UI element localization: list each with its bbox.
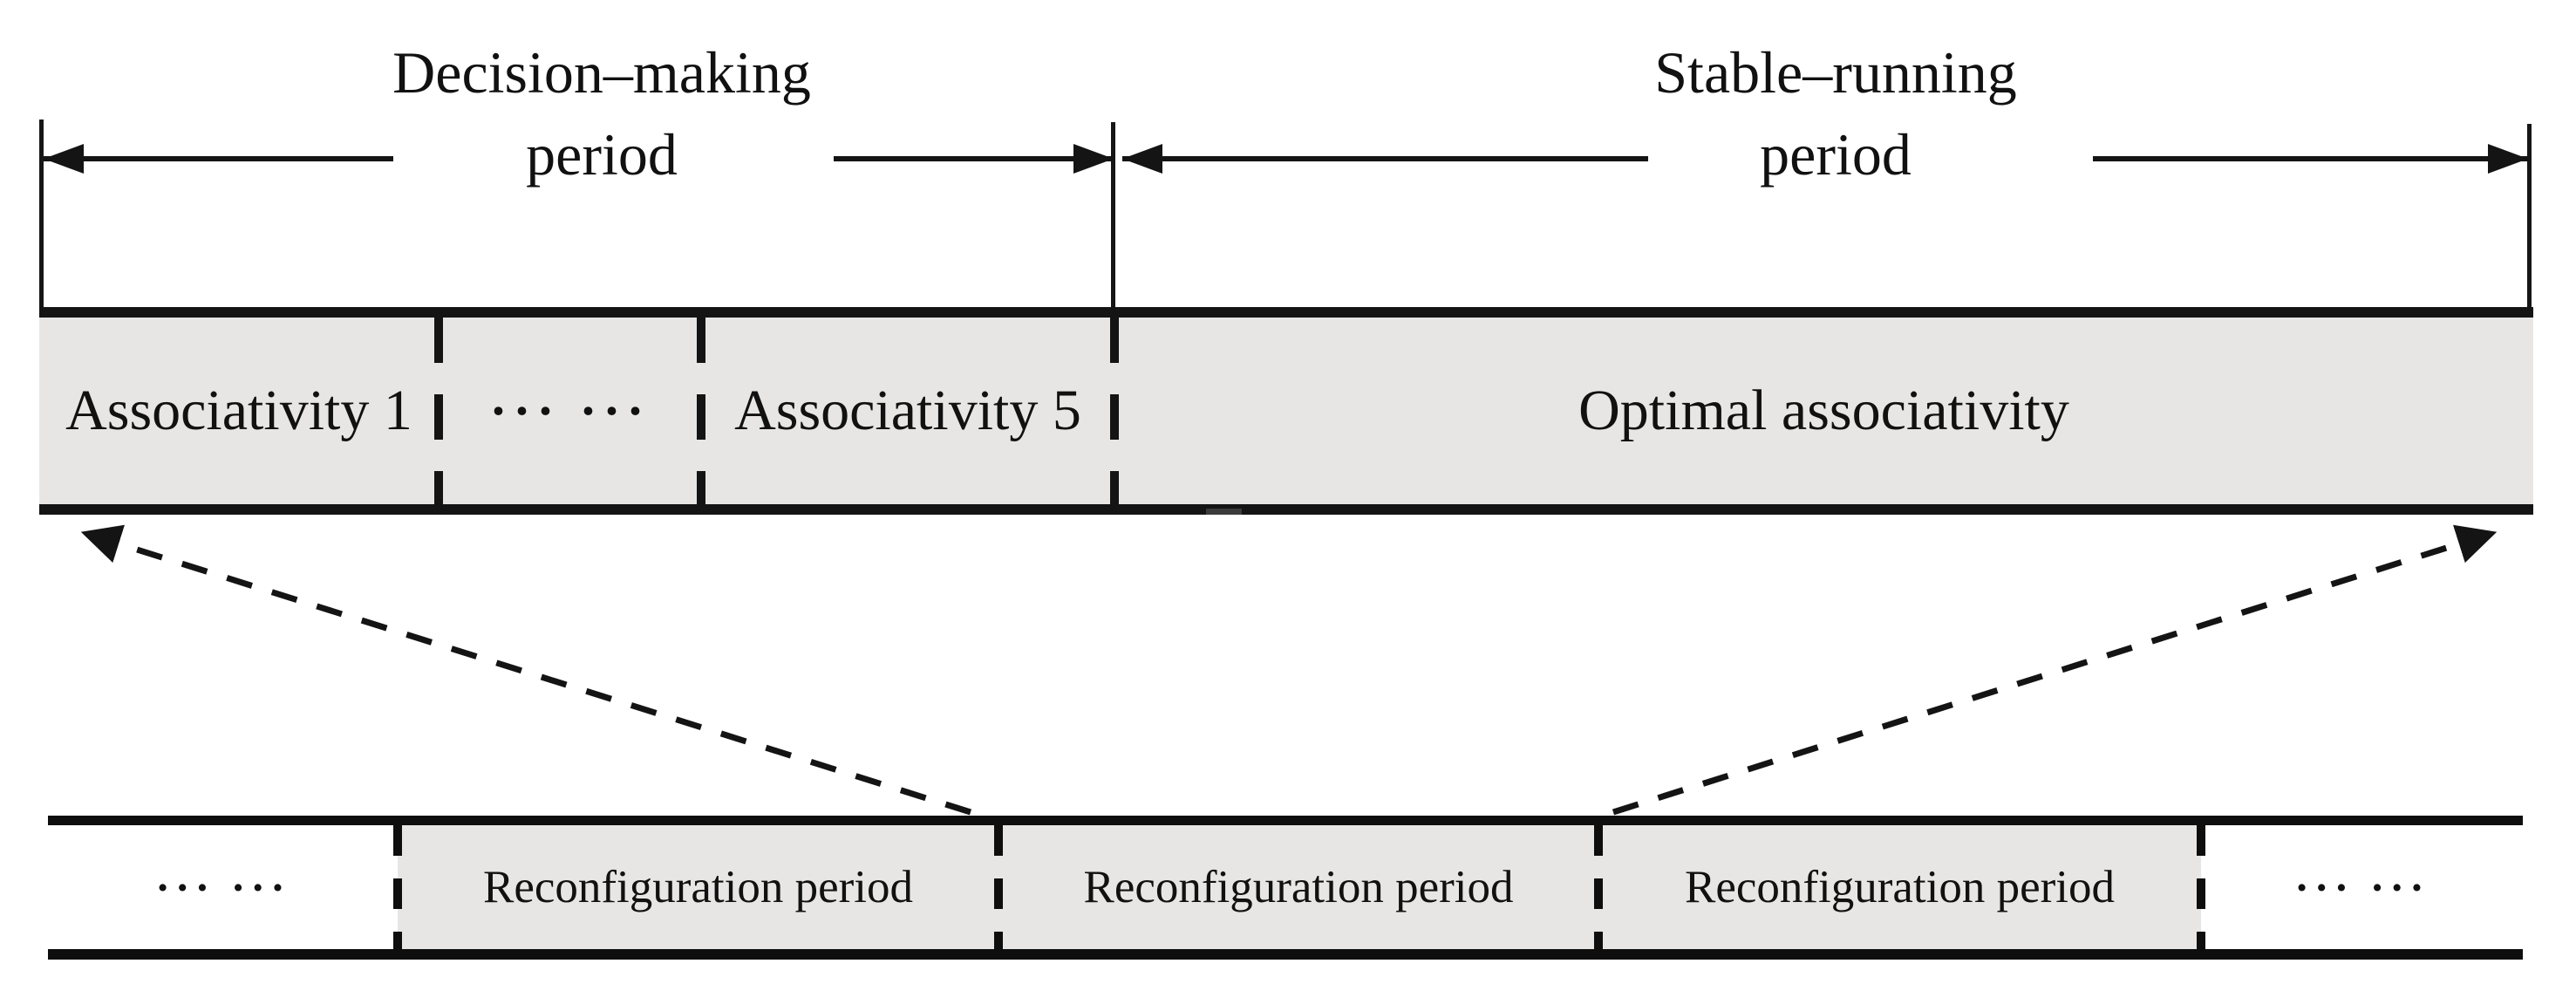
- stable-period-label-line1: Stable–running: [1654, 39, 2017, 106]
- associativity-5-segment: Associativity 5: [701, 318, 1114, 504]
- arrowhead-right-icon: [1073, 144, 1114, 174]
- zoom-guide-left-dashed-arrow: [80, 524, 972, 816]
- ellipsis-segment: ··· ···: [439, 318, 701, 504]
- decision-period-label-line1: Decision–making: [392, 39, 811, 106]
- stable-period-label-line2: period: [1760, 121, 1912, 188]
- reconfiguration-period-label: Reconfiguration period: [1083, 862, 1514, 912]
- left-measure-tick: [39, 120, 44, 308]
- reconfiguration-period-label: Reconfiguration period: [1684, 862, 2116, 912]
- ellipsis-label: ··· ···: [489, 381, 651, 440]
- decision-measure-line-right: [834, 156, 1114, 161]
- stable-measure-line-right: [2093, 156, 2528, 161]
- decision-period-label-line2: period: [526, 121, 678, 188]
- decision-period-label: Decision–making period: [296, 31, 907, 195]
- dashed-divider: [1594, 825, 1603, 949]
- stable-measure-line-left: [1122, 156, 1648, 161]
- reconfiguration-period-segment: Reconfiguration period: [398, 825, 998, 949]
- reconfiguration-period-segment: Reconfiguration period: [998, 825, 1598, 949]
- optimal-associativity-label: Optimal associativity: [1578, 379, 2069, 442]
- associativity-1-segment: Associativity 1: [39, 318, 439, 504]
- middle-measure-tick: [1111, 122, 1115, 308]
- stray-mark: [1206, 509, 1242, 515]
- dashed-divider: [994, 825, 1003, 949]
- right-measure-tick: [2527, 124, 2532, 308]
- reconfiguration-period-label: Reconfiguration period: [482, 862, 914, 912]
- zoom-guide-right-dashed-arrow: [1612, 524, 2498, 816]
- associativity-5-label: Associativity 5: [734, 379, 1081, 442]
- associativity-bar: Associativity 1 ··· ··· Associativity 5 …: [39, 307, 2533, 515]
- dashed-divider: [1110, 318, 1119, 504]
- reconfiguration-bar: ··· ··· Reconfiguration period Reconfigu…: [48, 816, 2523, 960]
- arrowhead-left-icon: [44, 144, 84, 174]
- dashed-divider: [2197, 825, 2205, 949]
- dashed-divider: [697, 318, 705, 504]
- arrowhead-left-icon: [1122, 144, 1162, 174]
- ellipsis-segment: ··· ···: [2201, 825, 2523, 949]
- stable-period-label: Stable–running period: [1530, 31, 2141, 195]
- optimal-associativity-segment: Optimal associativity: [1114, 318, 2533, 504]
- dashed-divider: [434, 318, 443, 504]
- arrowhead-right-icon: [2488, 144, 2528, 174]
- ellipsis-label: ··· ···: [155, 863, 290, 912]
- decision-measure-line-left: [44, 156, 393, 161]
- ellipsis-segment: ··· ···: [48, 825, 398, 949]
- dashed-divider: [393, 825, 402, 949]
- ellipsis-label: ··· ···: [2294, 863, 2429, 912]
- reconfiguration-period-segment: Reconfiguration period: [1598, 825, 2201, 949]
- associativity-1-label: Associativity 1: [65, 379, 412, 442]
